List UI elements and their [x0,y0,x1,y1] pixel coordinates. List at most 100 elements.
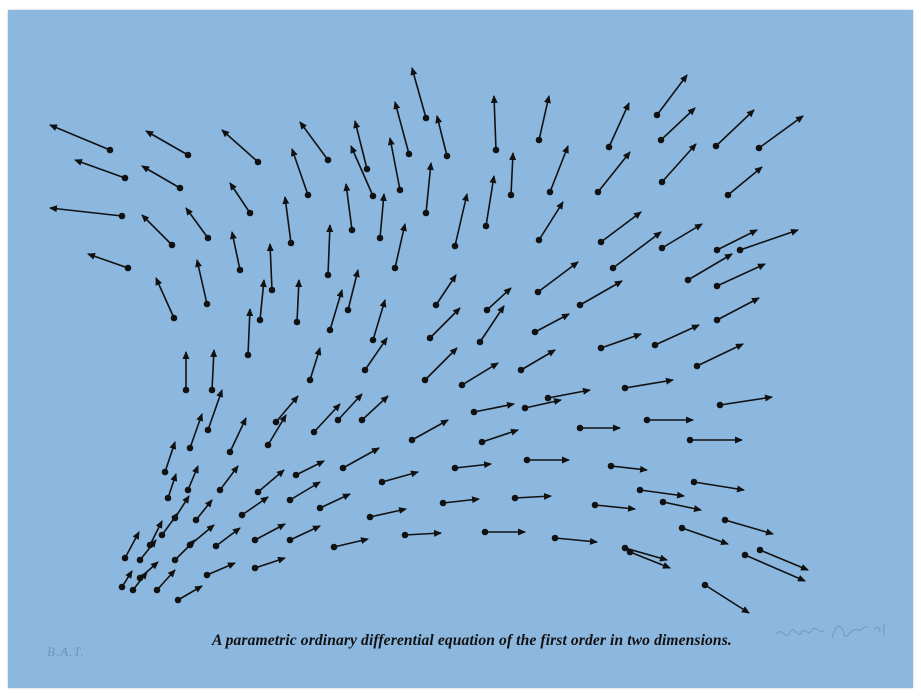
vector-arrow [576,424,621,432]
vector-arrow [713,297,760,324]
vector-arrow [306,347,322,384]
vector-arrow [724,166,763,199]
vector-arrow [657,107,696,144]
vector-arrow [344,269,360,314]
vector-arrow [658,143,697,186]
vector-arrow [136,561,159,582]
arrow-shaft [393,101,410,155]
arrow-origin-dot [168,241,176,249]
vector-arrow [591,501,636,512]
arrow-origin-dot [153,586,161,594]
vector-arrow [458,362,499,389]
arrow-shaft [195,499,213,521]
arrow-origin-dot [605,143,613,151]
arrow-origin-dot [535,136,543,144]
arrow-shaft [411,419,449,441]
arrow-origin-dot [492,146,500,154]
arrow-shaft [600,211,642,243]
arrow-shaft [221,129,259,163]
vector-arrow [174,585,203,604]
arrow-shaft [139,561,159,579]
arrow-origin-dot [534,288,542,296]
arrow-origin-dot [236,266,244,274]
vector-arrow [535,95,551,144]
arrow-shaft [387,137,401,191]
vector-arrow [118,570,133,591]
arrow-shaft [538,201,564,241]
arrow-shaft [141,214,173,246]
arrow-origin-dot [226,448,234,456]
arrow-origin-dot [597,344,605,352]
arrow-shaft [410,67,427,119]
arrow-shaft [660,107,696,141]
arrow-shaft [547,387,591,399]
arrow-origin-dot [643,416,651,424]
vector-arrow [393,101,413,158]
vector-arrow [701,581,750,614]
vector-arrow [216,465,239,494]
arrow-shaft [520,349,556,371]
vector-arrow [736,228,799,254]
arrow-shaft [189,524,215,546]
vector-arrow [251,523,286,544]
arrow-shaft [313,403,341,433]
arrow-shaft [727,166,763,196]
arrow-shaft [290,148,309,196]
arrow-origin-dot [292,471,300,479]
signature-mark [775,624,885,639]
arrow-shaft [353,120,368,170]
vector-arrow [478,428,519,446]
arrow-origin-dot [401,531,409,539]
arrow-shaft [124,531,140,559]
vector-arrow [421,347,458,384]
vector-arrow [74,159,129,182]
vector-arrow [290,148,312,199]
arrow-shaft [289,525,321,541]
vector-arrow [721,516,774,536]
arrow-origin-dot [422,209,430,217]
vector-arrow [121,531,140,562]
vector-arrow [636,486,685,499]
arrow-shaft [687,253,733,281]
vector-arrow [136,539,157,564]
arrow-origin-dot [482,222,490,230]
arrow-shaft [424,347,458,381]
arrow-origin-dot [216,486,224,494]
arrow-origin-dot [716,401,724,409]
arrow-origin-dot [251,536,259,544]
arrow-origin-dot [251,564,259,572]
arrow-shaft [481,428,519,443]
vector-arrow [310,403,341,436]
arrow-shaft [696,343,744,367]
arrow-shaft [161,512,179,536]
vector-arrow [266,243,276,294]
paper-sheet [8,10,913,688]
arrow-shaft [259,279,267,321]
arrow-shaft [435,274,457,306]
vector-arrow [238,496,269,519]
arrow-origin-dot [272,418,280,426]
arrow-shaft [442,496,480,504]
vector-arrow [141,165,184,192]
arrow-origin-dot [176,184,184,192]
vector-arrow [693,343,744,370]
arrow-shaft [267,414,287,446]
vector-arrow [49,205,126,220]
vector-arrows [49,67,809,614]
vector-arrow [350,145,377,200]
arrow-shaft [759,549,809,571]
arrow-origin-dot [458,381,466,389]
vector-arrow [435,115,451,160]
caption: A parametric ordinary differential equat… [212,632,732,649]
arrow-origin-dot [238,511,246,519]
vector-arrow [141,214,176,249]
arrow-origin-dot [306,376,314,384]
arrow-shaft [486,287,512,311]
arrow-origin-dot [203,571,211,579]
arrow-origin-dot [316,504,324,512]
arrow-origin-dot [246,209,254,217]
vector-arrow [378,470,419,486]
arrow-shaft [177,585,203,601]
arrow-shaft [295,460,325,476]
vector-arrow [286,525,321,544]
